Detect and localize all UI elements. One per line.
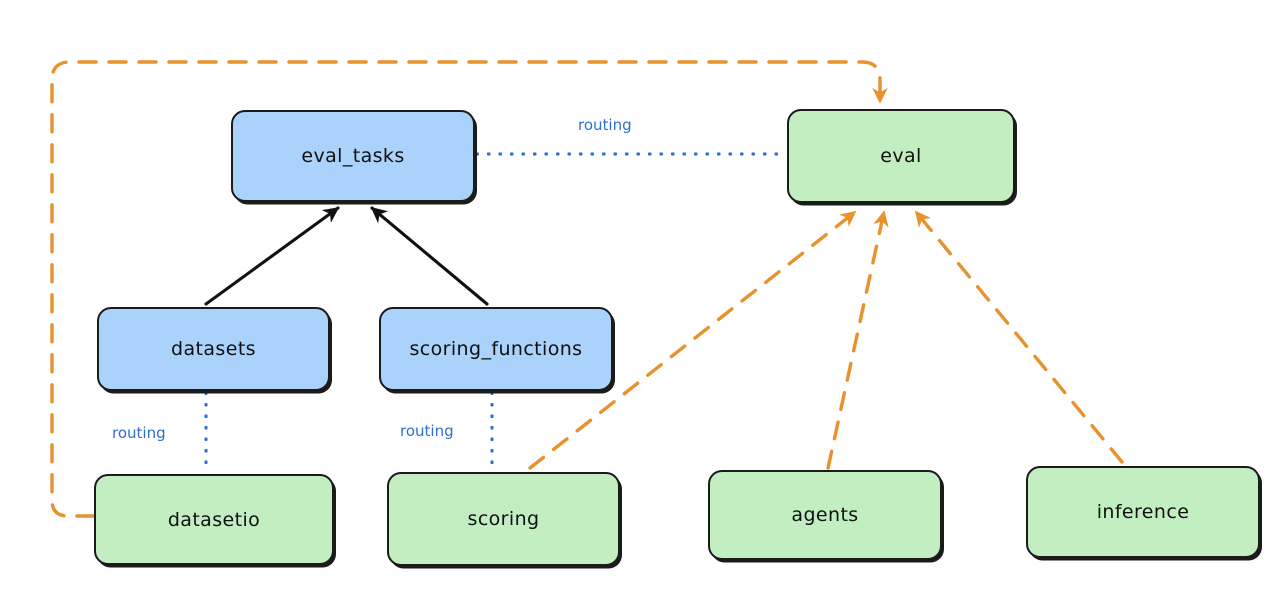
- node-scoring[interactable]: scoring: [387, 472, 620, 566]
- node-scoring_functions[interactable]: scoring_functions: [379, 307, 613, 391]
- node-label-scoring: scoring: [467, 508, 540, 530]
- edge-label-routing-scoring_functions-scoring: routing: [400, 422, 454, 440]
- node-label-agents: agents: [791, 504, 859, 526]
- edge-scoring_functions-to-eval_tasks: [370, 206, 489, 306]
- node-label-datasets: datasets: [171, 338, 256, 360]
- node-datasetio[interactable]: datasetio: [94, 474, 334, 565]
- edge-agents-to-eval: [826, 210, 889, 470]
- edge-inference-to-eval: [914, 210, 1124, 464]
- node-label-scoring_functions: scoring_functions: [409, 338, 583, 360]
- edge-datasets-to-eval_tasks: [204, 206, 340, 306]
- edge-label-routing-datasets-datasetio: routing: [112, 424, 166, 442]
- node-label-datasetio: datasetio: [167, 508, 261, 531]
- node-inference[interactable]: inference: [1026, 466, 1260, 558]
- node-eval_tasks[interactable]: eval_tasks: [231, 110, 475, 202]
- node-label-eval: eval: [880, 145, 922, 167]
- node-datasets[interactable]: datasets: [97, 307, 330, 391]
- node-agents[interactable]: agents: [708, 470, 942, 560]
- edge-label-routing-eval_tasks-eval: routing: [578, 116, 632, 134]
- node-label-eval_tasks: eval_tasks: [301, 145, 405, 167]
- node-label-inference: inference: [1096, 501, 1190, 523]
- node-eval[interactable]: eval: [787, 109, 1015, 203]
